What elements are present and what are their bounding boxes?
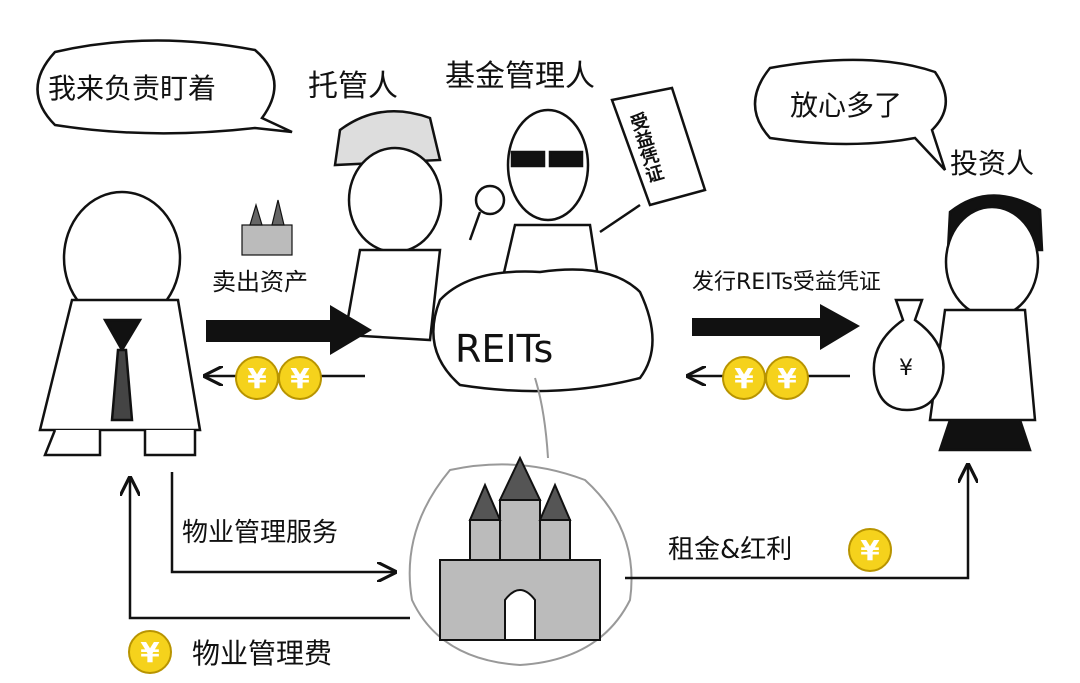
fund-manager-character (498, 86, 707, 292)
speech-bubble-left (36, 39, 293, 135)
property-service-arrow (170, 472, 395, 572)
coin-icon: ¥ (848, 528, 892, 572)
property-fee-label: 物业管理费 (192, 637, 333, 670)
speech-bubble-right (753, 58, 948, 171)
coin-icon: ¥ (278, 356, 322, 400)
sell-assets-label: 卖出资产 (212, 268, 308, 296)
custodian-character (333, 110, 506, 342)
property-fee-arrow (130, 478, 410, 620)
issue-certificates-label: 发行REITs受益凭证 (692, 270, 881, 295)
coin-icon: ¥ (128, 630, 172, 674)
rent-dividend-arrow (625, 465, 968, 580)
seller-character (38, 190, 202, 457)
castle-building (439, 455, 601, 641)
speech-left-text: 我来负责盯着 (48, 72, 217, 105)
coin-icon: ¥ (765, 356, 809, 400)
property-service-label: 物业管理服务 (182, 518, 339, 548)
investor-money-bag (872, 298, 945, 412)
rent-dividend-label: 租金&红利 (668, 535, 793, 565)
investor-label: 投资人 (950, 147, 1035, 180)
coin-icon: ¥ (722, 356, 766, 400)
custodian-label: 托管人 (308, 69, 398, 104)
certificate-paper (610, 86, 707, 207)
coin-icon: ¥ (235, 356, 279, 400)
speech-right-text: 放心多了 (790, 89, 903, 122)
reits-bag (432, 268, 654, 393)
issue-certificates-arrow (692, 304, 860, 350)
fund-manager-label: 基金管理人 (445, 59, 595, 94)
investor-character (928, 194, 1044, 452)
sell-assets-arrow (206, 305, 372, 355)
investor-bag-symbol: ¥ (899, 356, 913, 381)
reits-bag-label: REITs (455, 327, 554, 371)
small-castle-icon (241, 199, 293, 256)
